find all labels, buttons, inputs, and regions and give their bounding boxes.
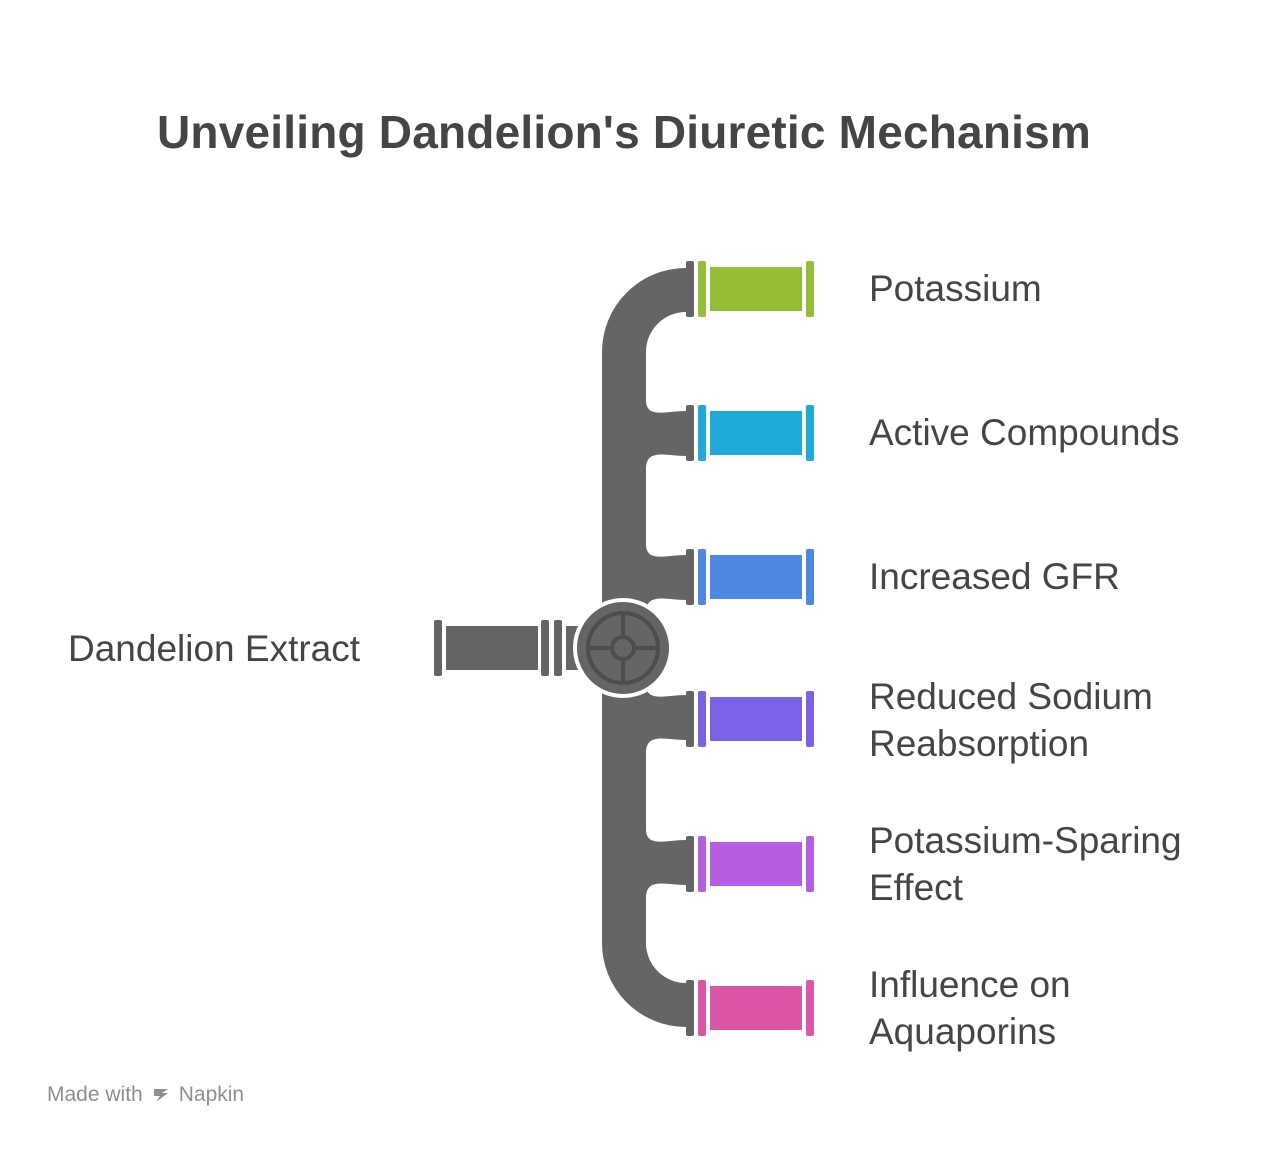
footer-attribution[interactable]: Made with Napkin xyxy=(47,1083,244,1107)
output-label-aquaporins: Influence on Aquaporins xyxy=(869,964,1071,1052)
output-pipe-0 xyxy=(686,261,814,317)
valve-icon xyxy=(573,598,673,698)
napkin-brand-text: Napkin xyxy=(178,1083,245,1106)
output-pipe-1 xyxy=(686,405,814,461)
input-pipe xyxy=(434,620,582,676)
made-with-text: Made with xyxy=(47,1083,143,1106)
output-pipe-3 xyxy=(686,691,814,747)
output-label-increased-gfr: Increased GFR xyxy=(869,556,1120,597)
output-label-potassium: Potassium xyxy=(869,268,1042,309)
source-label: Dandelion Extract xyxy=(68,628,361,669)
page-title: Unveiling Dandelion's Diuretic Mechanism xyxy=(156,106,1092,158)
output-pipe-5 xyxy=(686,980,814,1036)
output-pipe-2 xyxy=(686,549,814,605)
output-label-active-compounds: Active Compounds xyxy=(869,412,1180,453)
napkin-logo-icon xyxy=(153,1089,168,1102)
output-label-potassium-sparing: Potassium-Sparing Effect xyxy=(869,820,1182,908)
output-pipe-4 xyxy=(686,836,814,892)
output-label-reduced-sodium: Reduced Sodium Reabsorption xyxy=(869,676,1153,764)
pipe-branches xyxy=(646,400,686,898)
